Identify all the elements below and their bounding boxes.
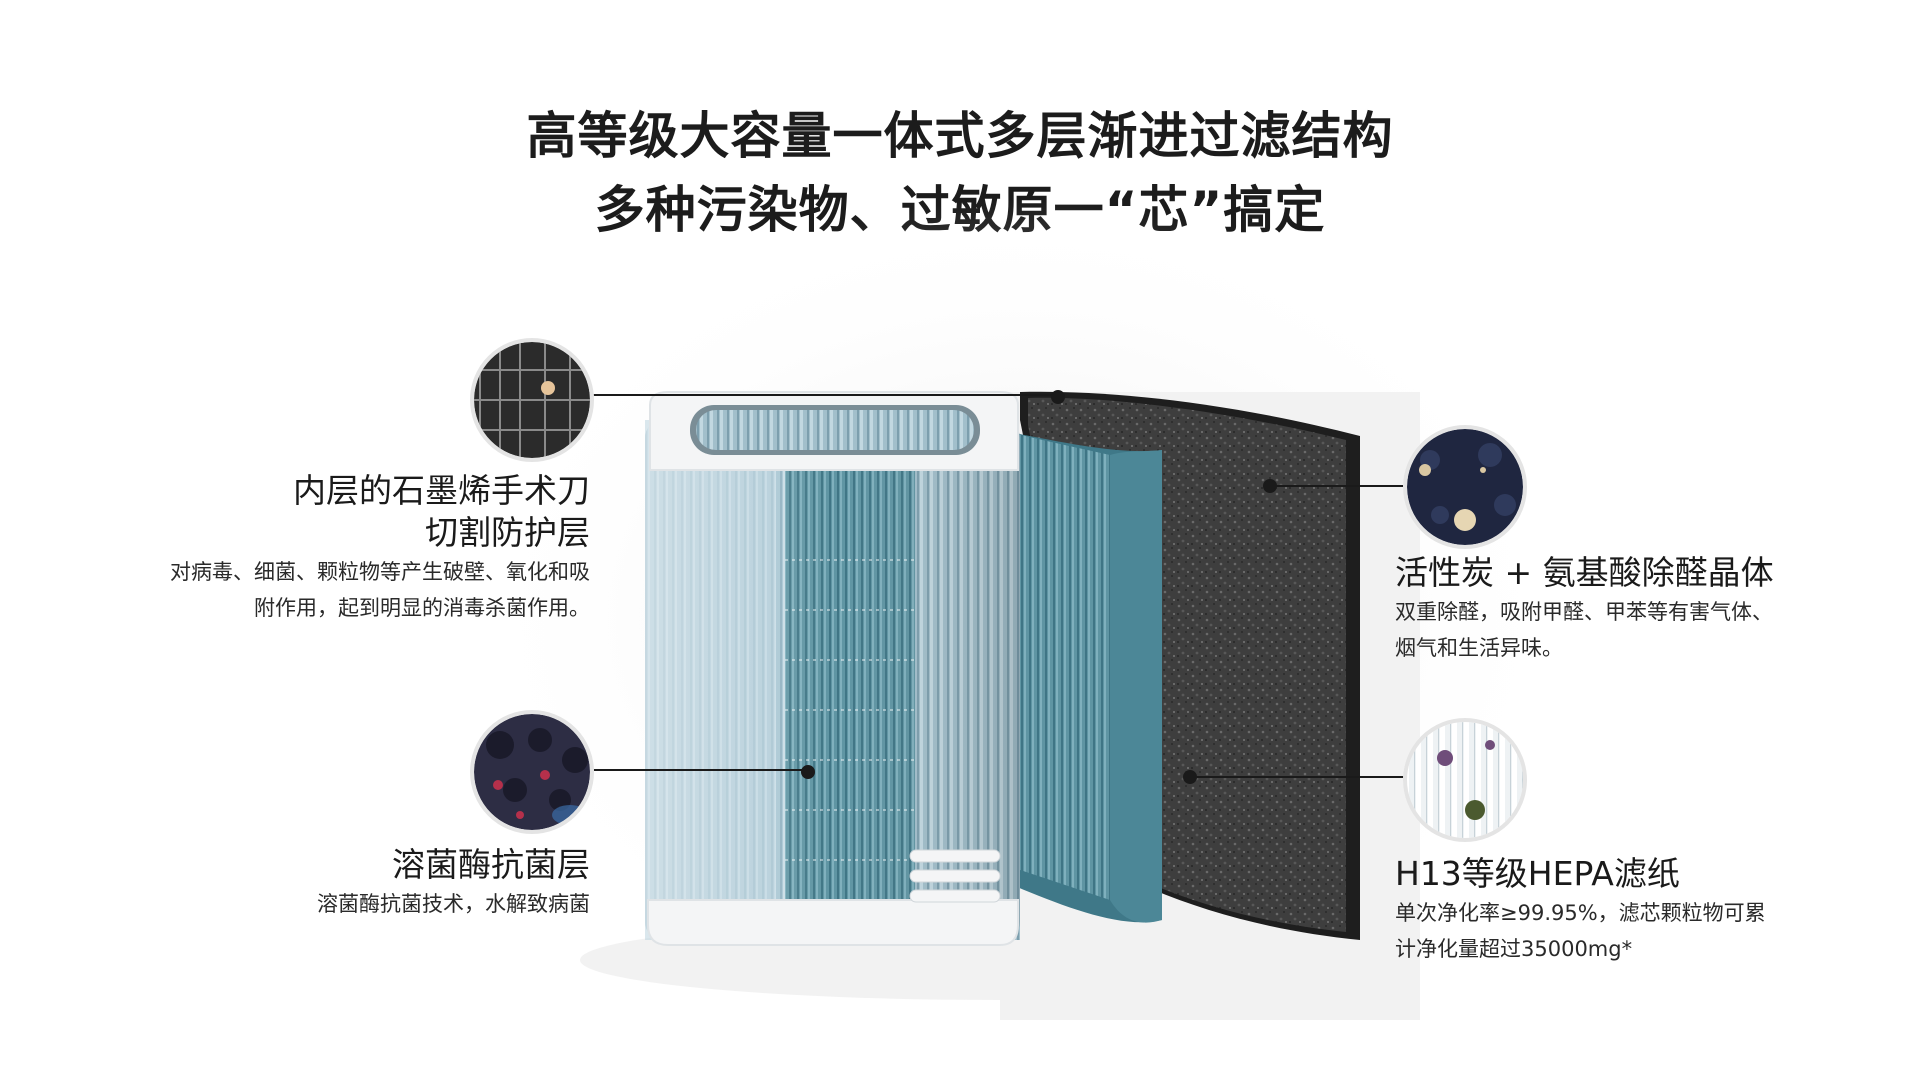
enzyme-layer-label: 溶菌酶抗菌层 溶菌酶抗菌技术，水解致病菌 [30,844,590,922]
page-title-line-1: 高等级大容量一体式多层渐进过滤结构 [526,107,1394,165]
graphene-desc-1: 对病毒、细菌、颗粒物等产生破壁、氧化和吸 [170,560,590,584]
graphene-layer-bubble [470,338,594,462]
graphene-layer-label: 内层的石墨烯手术刀 切割防护层 对病毒、细菌、颗粒物等产生破壁、氧化和吸 附作用… [30,470,590,626]
graphene-heading-1: 内层的石墨烯手术刀 [293,471,590,510]
carbon-desc-1: 双重除醛，吸附甲醛、甲苯等有害气体、 [1395,600,1773,624]
carbon-layer-bubble [1403,425,1527,549]
graphene-heading-2: 切割防护层 [425,513,590,552]
carbon-layer-label: 活性炭 + 氨基酸除醛晶体 双重除醛，吸附甲醛、甲苯等有害气体、 烟气和生活异味… [1395,552,1895,666]
hepa-layer-bubble [1403,718,1527,842]
carbon-heading: 活性炭 + 氨基酸除醛晶体 [1395,553,1774,592]
hepa-heading: H13等级HEPA滤纸 [1395,854,1680,893]
hepa-desc-1: 单次净化率≥99.95%，滤芯颗粒物可累 [1395,901,1766,925]
enzyme-desc: 溶菌酶抗菌技术，水解致病菌 [317,892,590,916]
enzyme-layer-bubble [470,710,594,834]
enzyme-heading: 溶菌酶抗菌层 [392,845,590,884]
graphene-desc-2: 附作用，起到明显的消毒杀菌作用。 [254,596,590,620]
hepa-layer-label: H13等级HEPA滤纸 单次净化率≥99.95%，滤芯颗粒物可累 计净化量超过3… [1395,853,1895,967]
carbon-desc-2: 烟气和生活异味。 [1395,636,1563,660]
hepa-desc-2: 计净化量超过35000mg* [1395,937,1633,961]
